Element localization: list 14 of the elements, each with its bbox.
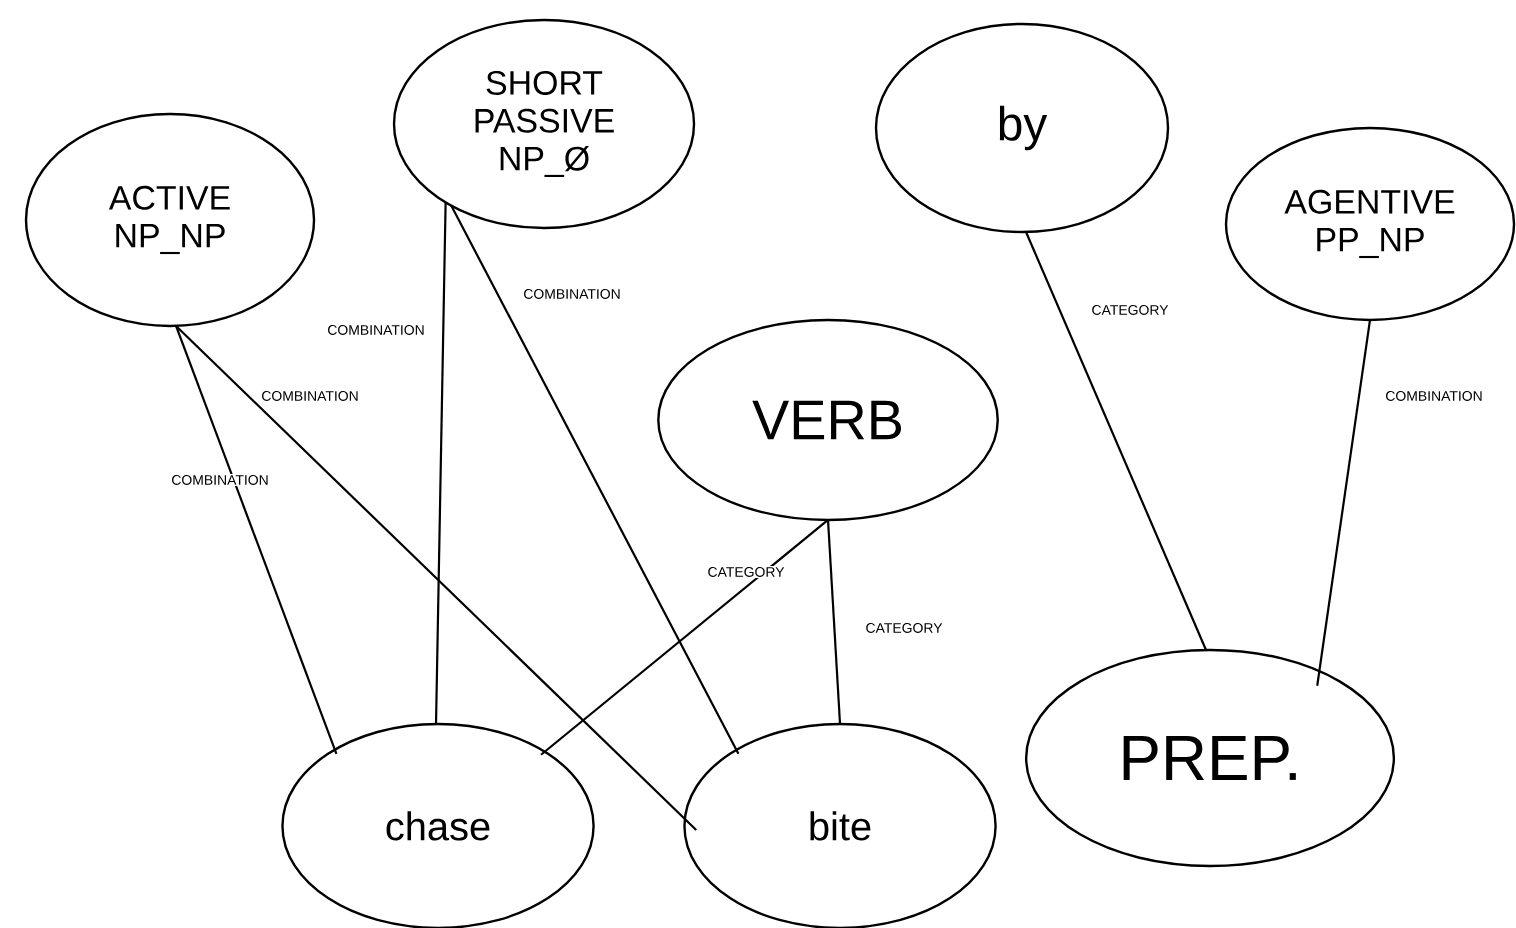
connector-line: [540, 519, 829, 756]
ellipse-node: SHORT PASSIVE NP_Ø: [392, 18, 696, 230]
connector-line: [1025, 231, 1208, 651]
connector-line: [1316, 319, 1372, 686]
connector-line: [175, 325, 697, 831]
ellipse-node: by: [874, 22, 1170, 234]
connector-line: [826, 519, 842, 725]
ellipse-node: PREP.: [1024, 648, 1396, 868]
ellipse-node: ACTIVE NP_NP: [24, 112, 316, 328]
ellipse-node: VERB: [657, 318, 999, 522]
connector-line: [175, 325, 338, 755]
connector-line: [450, 205, 740, 755]
ellipse-node: AGENTIVE PP_NP: [1224, 126, 1516, 322]
connector-line: [434, 202, 447, 724]
